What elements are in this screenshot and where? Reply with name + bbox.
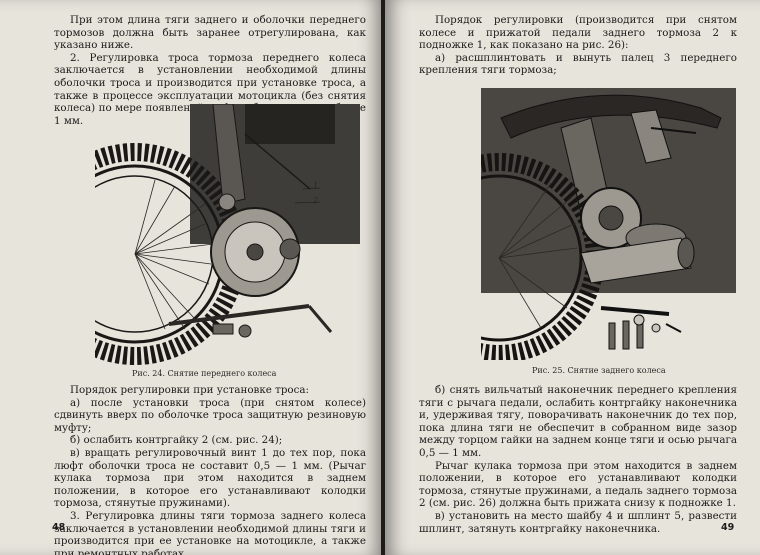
left-page: При этом длина тяги заднего и оболочки п… bbox=[0, 0, 383, 555]
fork-leg bbox=[212, 104, 311, 211]
left-paragraph: а) после установки троса (при снятом кол… bbox=[54, 396, 366, 434]
axle-and-tools bbox=[168, 304, 333, 338]
figure-24-illustration bbox=[95, 104, 360, 365]
right-paragraph: Порядок регулировки (производится при сн… bbox=[419, 14, 737, 52]
brake-drum bbox=[210, 207, 301, 297]
left-paragraph: б) ослабить контргайку 2 (см. рис. 24); bbox=[70, 434, 283, 447]
fender-shape bbox=[245, 104, 335, 144]
left-paragraph: в) вращать регулировочный винт 1 до тех … bbox=[54, 446, 366, 510]
left-page-number: 48 bbox=[52, 522, 66, 533]
left-paragraph: Порядок регулировки при установке троса: bbox=[70, 384, 309, 396]
left-bottom-text: Порядок регулировки при установке троса:… bbox=[54, 384, 366, 555]
right-paragraph: в) установить на место шайбу 4 и шплинт … bbox=[419, 509, 737, 535]
right-page-number: 49 bbox=[721, 522, 735, 533]
exhaust-muffler bbox=[580, 237, 695, 284]
figure-24-caption: Рис. 24. Снятие переднего колеса bbox=[132, 369, 277, 378]
left-paragraph: При этом длина тяги заднего и оболочки п… bbox=[54, 14, 366, 52]
tools-on-floor bbox=[600, 306, 682, 350]
spokes bbox=[134, 179, 214, 330]
right-paragraph: б) снять вильчатый наконечник переднего … bbox=[419, 384, 737, 459]
figure-label-2: 2 bbox=[313, 196, 319, 205]
figure-label-1: 1 bbox=[313, 181, 319, 190]
right-paragraph: а) расшплинтовать и вынуть палец 3 перед… bbox=[419, 51, 737, 77]
right-page: Порядок регулировки (производится при сн… bbox=[385, 0, 760, 555]
right-bottom-text: б) снять вильчатый наконечник переднего … bbox=[419, 384, 737, 535]
right-top-text: Порядок регулировки (производится при сн… bbox=[419, 14, 737, 77]
left-paragraph: 3. Регулировка длины тяги тормоза заднег… bbox=[54, 509, 366, 555]
rear-spokes bbox=[498, 182, 578, 329]
figure-25-illustration bbox=[481, 88, 736, 360]
book-gutter bbox=[381, 0, 387, 555]
figure-25-caption: Рис. 25. Снятие заднего колеса bbox=[532, 366, 666, 375]
right-paragraph: Рычаг кулака тормоза при этом находится … bbox=[419, 459, 737, 510]
frame-and-fender bbox=[500, 94, 722, 214]
